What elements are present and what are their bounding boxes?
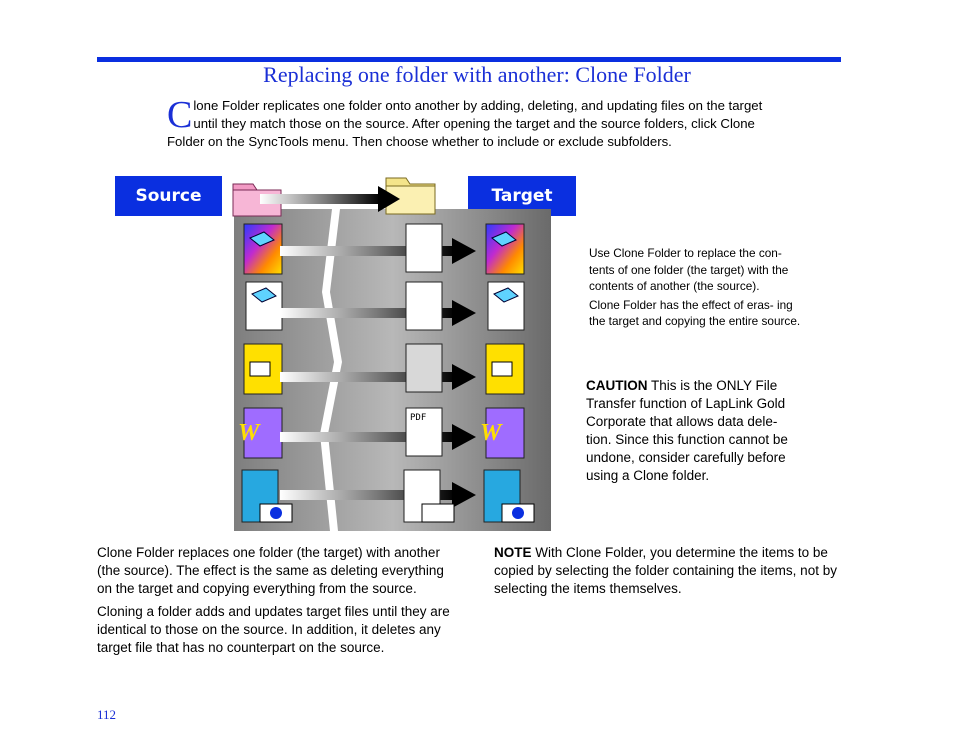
- target-old-icon: [405, 343, 443, 393]
- pdf-icon: [405, 407, 443, 457]
- note-block: NOTE With Clone Folder, you determine th…: [494, 544, 859, 598]
- page-number: 112: [97, 707, 117, 722]
- body-paragraph-2: Cloning a folder adds and updates target…: [97, 604, 450, 655]
- svg-text:W: W: [238, 420, 261, 446]
- top-rule: [97, 57, 841, 62]
- source-word-doc-icon: [243, 407, 283, 459]
- body-text: Clone Folder replaces one folder (the ta…: [97, 544, 462, 662]
- row-3: [243, 343, 525, 395]
- svg-text:W: W: [480, 420, 503, 446]
- body-paragraph-1: Clone Folder replaces one folder (the ta…: [97, 545, 444, 596]
- side-notes: Use Clone Folder to replace the con- ten…: [589, 245, 804, 332]
- arrow-bar: [280, 372, 455, 382]
- note-label: NOTE: [494, 545, 532, 560]
- target-folder-icon: [385, 177, 436, 215]
- target-old-icon: [405, 281, 443, 331]
- note-text: With Clone Folder, you determine the ite…: [494, 545, 837, 596]
- target-word-doc-icon: [485, 407, 525, 459]
- caution-block: CAUTION This is the ONLY File Transfer f…: [586, 377, 806, 485]
- page-title: Replacing one folder with another: Clone…: [263, 62, 691, 87]
- caution-text: This is the ONLY File Transfer function …: [586, 378, 788, 483]
- source-app-icon: [243, 223, 283, 275]
- folder-arrow: [260, 186, 400, 212]
- side-note-2: Clone Folder has the effect of eras- ing…: [589, 297, 801, 329]
- intro-text: lone Folder replicates one folder onto a…: [167, 98, 763, 149]
- clone-folder-diagram: W PDF W: [232, 177, 551, 531]
- row-1: [243, 223, 525, 275]
- source-label: Source: [115, 176, 222, 216]
- row-2: [245, 281, 525, 331]
- target-old-icon: [405, 223, 443, 273]
- divider-bolt: [320, 209, 342, 531]
- side-note-1: Use Clone Folder to replace the con- ten…: [589, 246, 789, 293]
- row-4: W PDF W: [238, 407, 525, 459]
- arrow-bar: [280, 246, 455, 256]
- svg-text:PDF: PDF: [410, 413, 426, 423]
- drop-cap: C: [167, 94, 193, 136]
- row-5: [241, 469, 535, 523]
- target-app-icon: [485, 223, 525, 275]
- arrow-bar: [280, 432, 455, 442]
- arrow-bar: [280, 490, 455, 500]
- arrow-bar: [280, 308, 455, 318]
- caution-label: CAUTION: [586, 378, 648, 393]
